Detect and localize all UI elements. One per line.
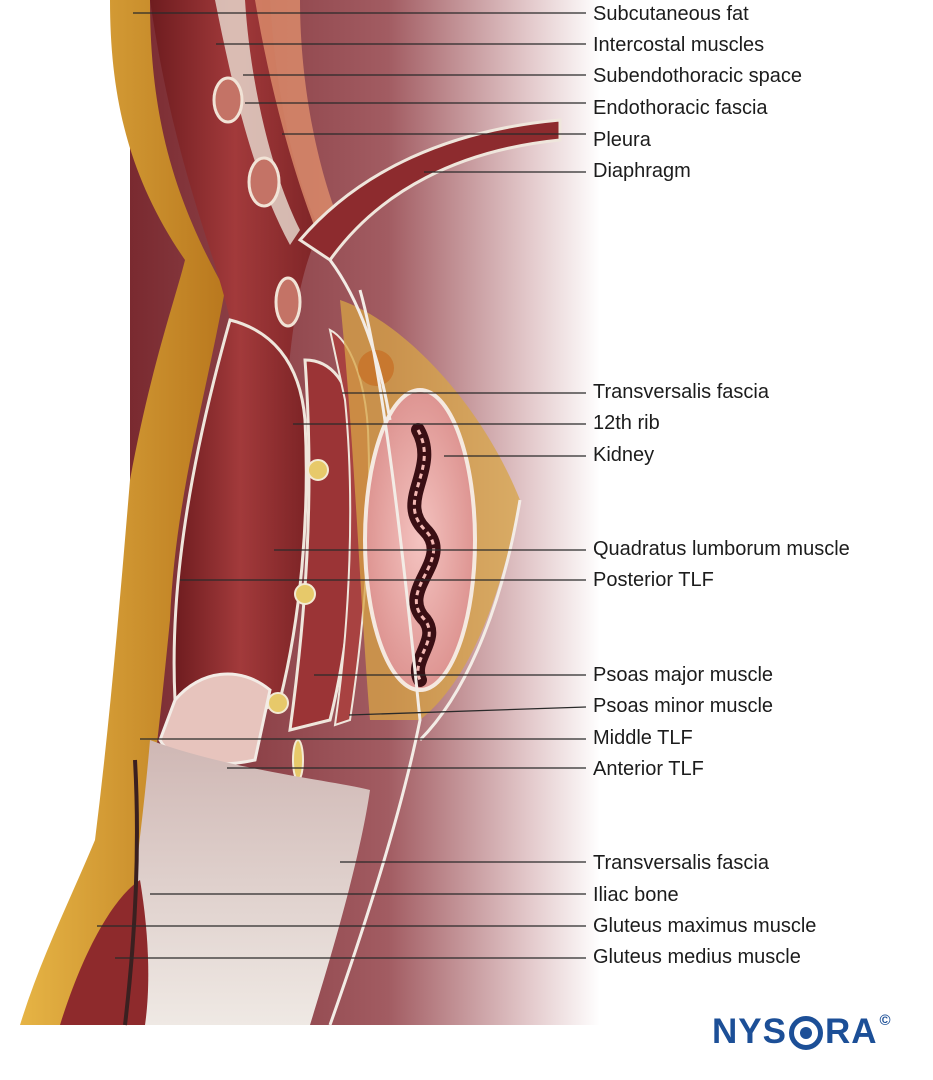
- label-endothoracic-fascia: Endothoracic fascia: [593, 97, 768, 119]
- fascial-lines: [328, 259, 522, 1026]
- label-subendothoracic-space: Subendothoracic space: [593, 65, 803, 87]
- logo-copyright: ©: [879, 1012, 892, 1029]
- posterior-muscles: [172, 318, 371, 732]
- leader-lines: [97, 12, 587, 959]
- label-anterior-tlf: Anterior TLF: [593, 758, 704, 780]
- label-psoas-major-muscle: Psoas major muscle: [593, 664, 774, 686]
- label-diaphragm: Diaphragm: [593, 160, 691, 182]
- pelvic-region: [60, 672, 371, 1026]
- label-gluteus-medius-muscle: Gluteus medius muscle: [593, 946, 801, 968]
- nysora-logo: NYS RA ©: [712, 1012, 892, 1052]
- logo-o-icon: [788, 1016, 823, 1050]
- label-posterior-tlf: Posterior TLF: [593, 569, 714, 591]
- logo-text-part2: RA: [824, 1012, 878, 1051]
- label-quadratus-lumborum-muscle: Quadratus lumborum muscle: [593, 538, 850, 560]
- nerve-sections: [267, 459, 329, 781]
- subcutaneous-fat: [20, 0, 225, 1025]
- logo-text-part1: NYS: [712, 1012, 787, 1051]
- label-intercostal-muscles: Intercostal muscles: [593, 34, 765, 56]
- label-subcutaneous-fat: Subcutaneous fat: [593, 3, 749, 25]
- label-kidney: Kidney: [593, 444, 655, 466]
- label-iliac-bone: Iliac bone: [593, 884, 679, 906]
- label-transversalis-fascia-upper: Transversalis fascia: [593, 381, 769, 403]
- label-psoas-minor-muscle: Psoas minor muscle: [593, 695, 774, 717]
- label-12th-rib: 12th rib: [593, 412, 660, 434]
- label-transversalis-fascia-lower: Transversalis fascia: [593, 852, 769, 874]
- label-gluteus-maximus-muscle: Gluteus maximus muscle: [593, 915, 817, 937]
- label-pleura: Pleura: [593, 129, 651, 151]
- label-middle-tlf: Middle TLF: [593, 727, 693, 749]
